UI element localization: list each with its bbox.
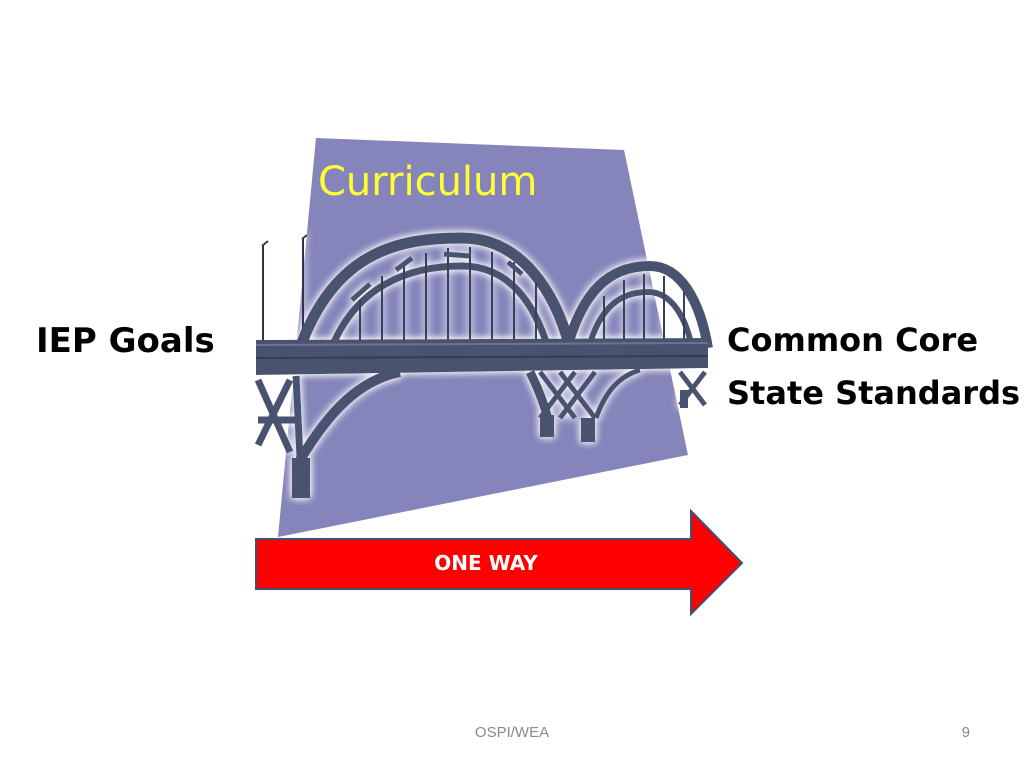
common-core-line: Common Core: [727, 321, 979, 359]
bridge-graphic: [254, 232, 713, 498]
footer-text: OSPI/WEA: [474, 724, 550, 741]
curriculum-title: Curriculum: [318, 159, 538, 205]
state-standards-line: State Standards: [727, 374, 1021, 412]
common-core-standards-label: Common Core State Standards: [727, 314, 1020, 420]
one-way-arrow-sign: [255, 508, 744, 617]
iep-goals-label: IEP Goals: [36, 321, 215, 361]
one-way-label: ONE WAY: [434, 551, 538, 575]
page-number: 9: [961, 724, 970, 741]
